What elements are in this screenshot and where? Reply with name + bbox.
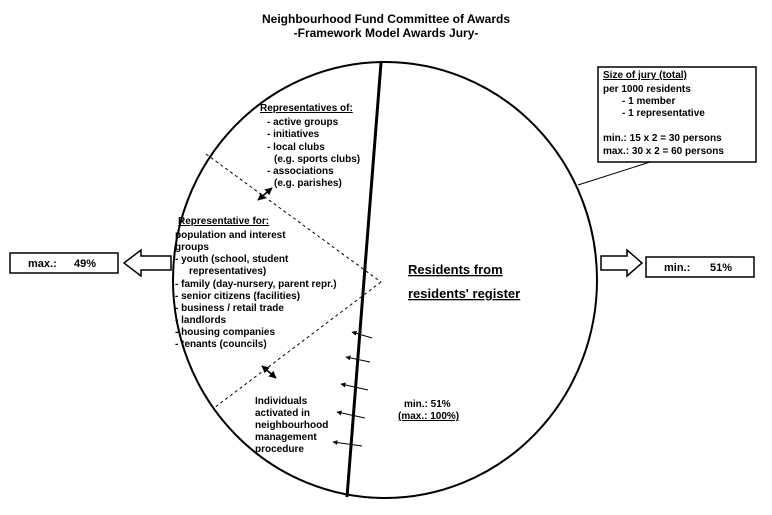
jury-size-line: per 1000 residents xyxy=(603,84,691,95)
representatives-of-item: - active groups xyxy=(267,117,339,128)
jury-size-line: - 1 representative xyxy=(622,108,705,119)
right-arrow-icon xyxy=(600,248,644,278)
jury-size-box xyxy=(597,66,757,163)
representative-for-item: representatives) xyxy=(189,266,266,277)
representatives-of-item: - initiatives xyxy=(267,129,320,140)
individuals-line: management xyxy=(255,432,317,443)
jury-size-line: - 1 member xyxy=(622,96,675,107)
representatives-of-item: - local clubs xyxy=(267,142,325,153)
individuals-line: neighbourhood xyxy=(255,420,328,431)
representatives-of-item: (e.g. sports clubs) xyxy=(274,154,360,165)
individual-arrow-2 xyxy=(345,355,371,363)
residents-min: min.: 51% xyxy=(404,399,451,410)
page-subtitle: -Framework Model Awards Jury- xyxy=(293,26,479,40)
right-min-label: min.: xyxy=(664,262,690,274)
representative-for-item: - business / retail trade xyxy=(175,303,284,314)
left-max-label: max.: xyxy=(28,258,57,270)
individual-arrow-3 xyxy=(340,382,369,391)
lower-double-arrow xyxy=(261,365,277,379)
residents-heading-line1: Residents from xyxy=(408,262,503,277)
representatives-of-item: - associations xyxy=(267,166,334,177)
individuals-line: procedure xyxy=(255,444,304,455)
left-max-box xyxy=(9,252,119,274)
individuals-line: Individuals xyxy=(255,396,308,407)
jury-callout-line xyxy=(577,161,651,186)
upper-double-arrow xyxy=(257,187,273,201)
representative-for-item: - youth (school, student xyxy=(175,254,289,265)
jury-size-line: min.: 15 x 2 = 30 persons xyxy=(603,133,722,144)
right-min-value: 51% xyxy=(710,262,732,274)
upper-dashed-line xyxy=(205,153,382,283)
individual-arrow-1 xyxy=(351,330,373,339)
jury-size-heading: Size of jury (total) xyxy=(603,70,687,81)
representative-for-heading: Representative for: xyxy=(178,216,269,227)
jury-circle xyxy=(172,61,598,499)
left-arrow-icon xyxy=(122,248,172,278)
right-min-box xyxy=(645,256,755,278)
representative-for-item: - family (day-nursery, parent repr.) xyxy=(175,279,337,290)
representative-for-item: - housing companies xyxy=(175,327,275,338)
individual-arrow-4 xyxy=(336,410,366,419)
lower-dashed-line xyxy=(213,281,382,409)
representative-for-item: - senior citizens (facilities) xyxy=(175,291,300,302)
left-max-value: 49% xyxy=(74,258,96,270)
representatives-of-item: (e.g. parishes) xyxy=(274,178,342,189)
individuals-line: activated in xyxy=(255,408,310,419)
residents-divider xyxy=(345,62,383,498)
representative-for-item: groups xyxy=(175,242,209,253)
representative-for-item: - tenants (councils) xyxy=(175,339,267,350)
representative-for-item: population and interest xyxy=(175,230,286,241)
individual-arrow-5 xyxy=(332,440,363,447)
representative-for-item: - landlords xyxy=(175,315,227,326)
residents-max: (max.: 100%) xyxy=(398,411,459,422)
jury-size-line: max.: 30 x 2 = 60 persons xyxy=(603,146,724,157)
representatives-of-heading: Representatives of: xyxy=(260,103,353,114)
residents-heading-line2: residents' register xyxy=(408,286,520,301)
page-title: Neighbourhood Fund Committee of Awards xyxy=(262,12,510,26)
